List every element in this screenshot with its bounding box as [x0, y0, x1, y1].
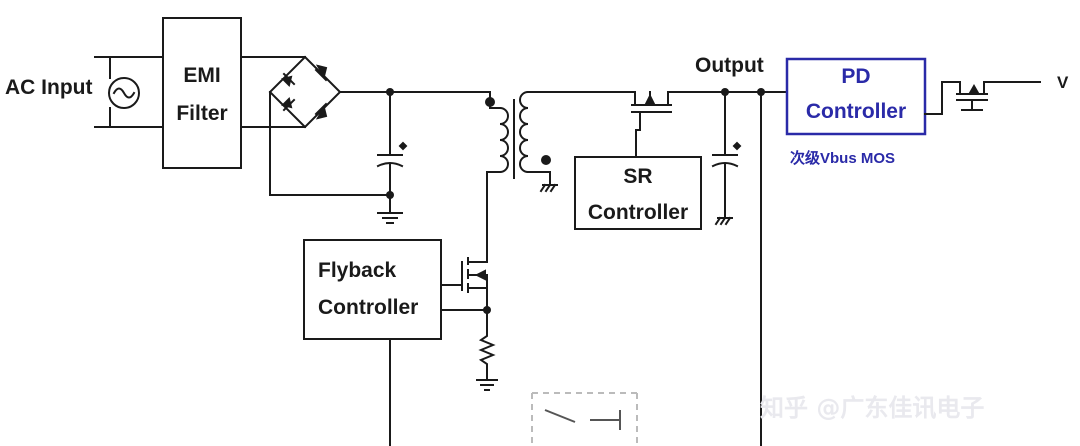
bulk-capacitor	[376, 91, 408, 214]
sr-mosfet-icon	[631, 91, 672, 158]
ac-input-lines	[94, 56, 164, 128]
secondary-vbus-mos-label: 次级Vbus MOS	[790, 150, 896, 167]
emi-filter-label-line1: EMI	[183, 64, 221, 87]
secondary-ground-icon	[539, 183, 558, 193]
flyback-controller-label-line1: Flyback	[318, 259, 397, 282]
primary-ground-icon	[377, 212, 403, 224]
sr-controller-box	[574, 156, 702, 230]
bridge-rectifier	[268, 55, 342, 129]
flyback-controller-label-line2: Controller	[318, 296, 419, 319]
switch-icon	[544, 409, 621, 430]
dashed-box	[531, 392, 638, 446]
junction-dots	[386, 88, 765, 314]
emi-filter-label-line2: Filter	[176, 102, 228, 125]
output-capacitor	[711, 91, 742, 219]
watermark-text: 知乎 @广东佳讯电子	[760, 394, 985, 422]
sense-resistor	[478, 329, 496, 381]
sr-controller-label-line2: Controller	[587, 201, 689, 224]
transformer-primary-winding	[486, 106, 509, 256]
mosfet-ground-icon	[476, 379, 498, 391]
vbus-mosfet-icon	[924, 81, 1041, 115]
emi-filter-box	[162, 17, 242, 169]
vbus-terminal-label: V	[1057, 73, 1069, 92]
transformer-secondary-winding	[519, 90, 636, 186]
ac-source-icon	[108, 77, 140, 109]
ac-input-label: AC Input	[5, 76, 93, 99]
primary-mosfet-icon	[440, 254, 488, 331]
sr-controller-label-line1: SR	[623, 165, 653, 188]
flyback-controller-box	[303, 239, 442, 340]
output-ground-icon	[714, 216, 733, 226]
output-label: Output	[695, 54, 764, 77]
pd-controller-label-line2: Controller	[805, 100, 907, 123]
pd-controller-label-line1: PD	[841, 65, 871, 88]
pd-controller-box	[785, 57, 927, 136]
